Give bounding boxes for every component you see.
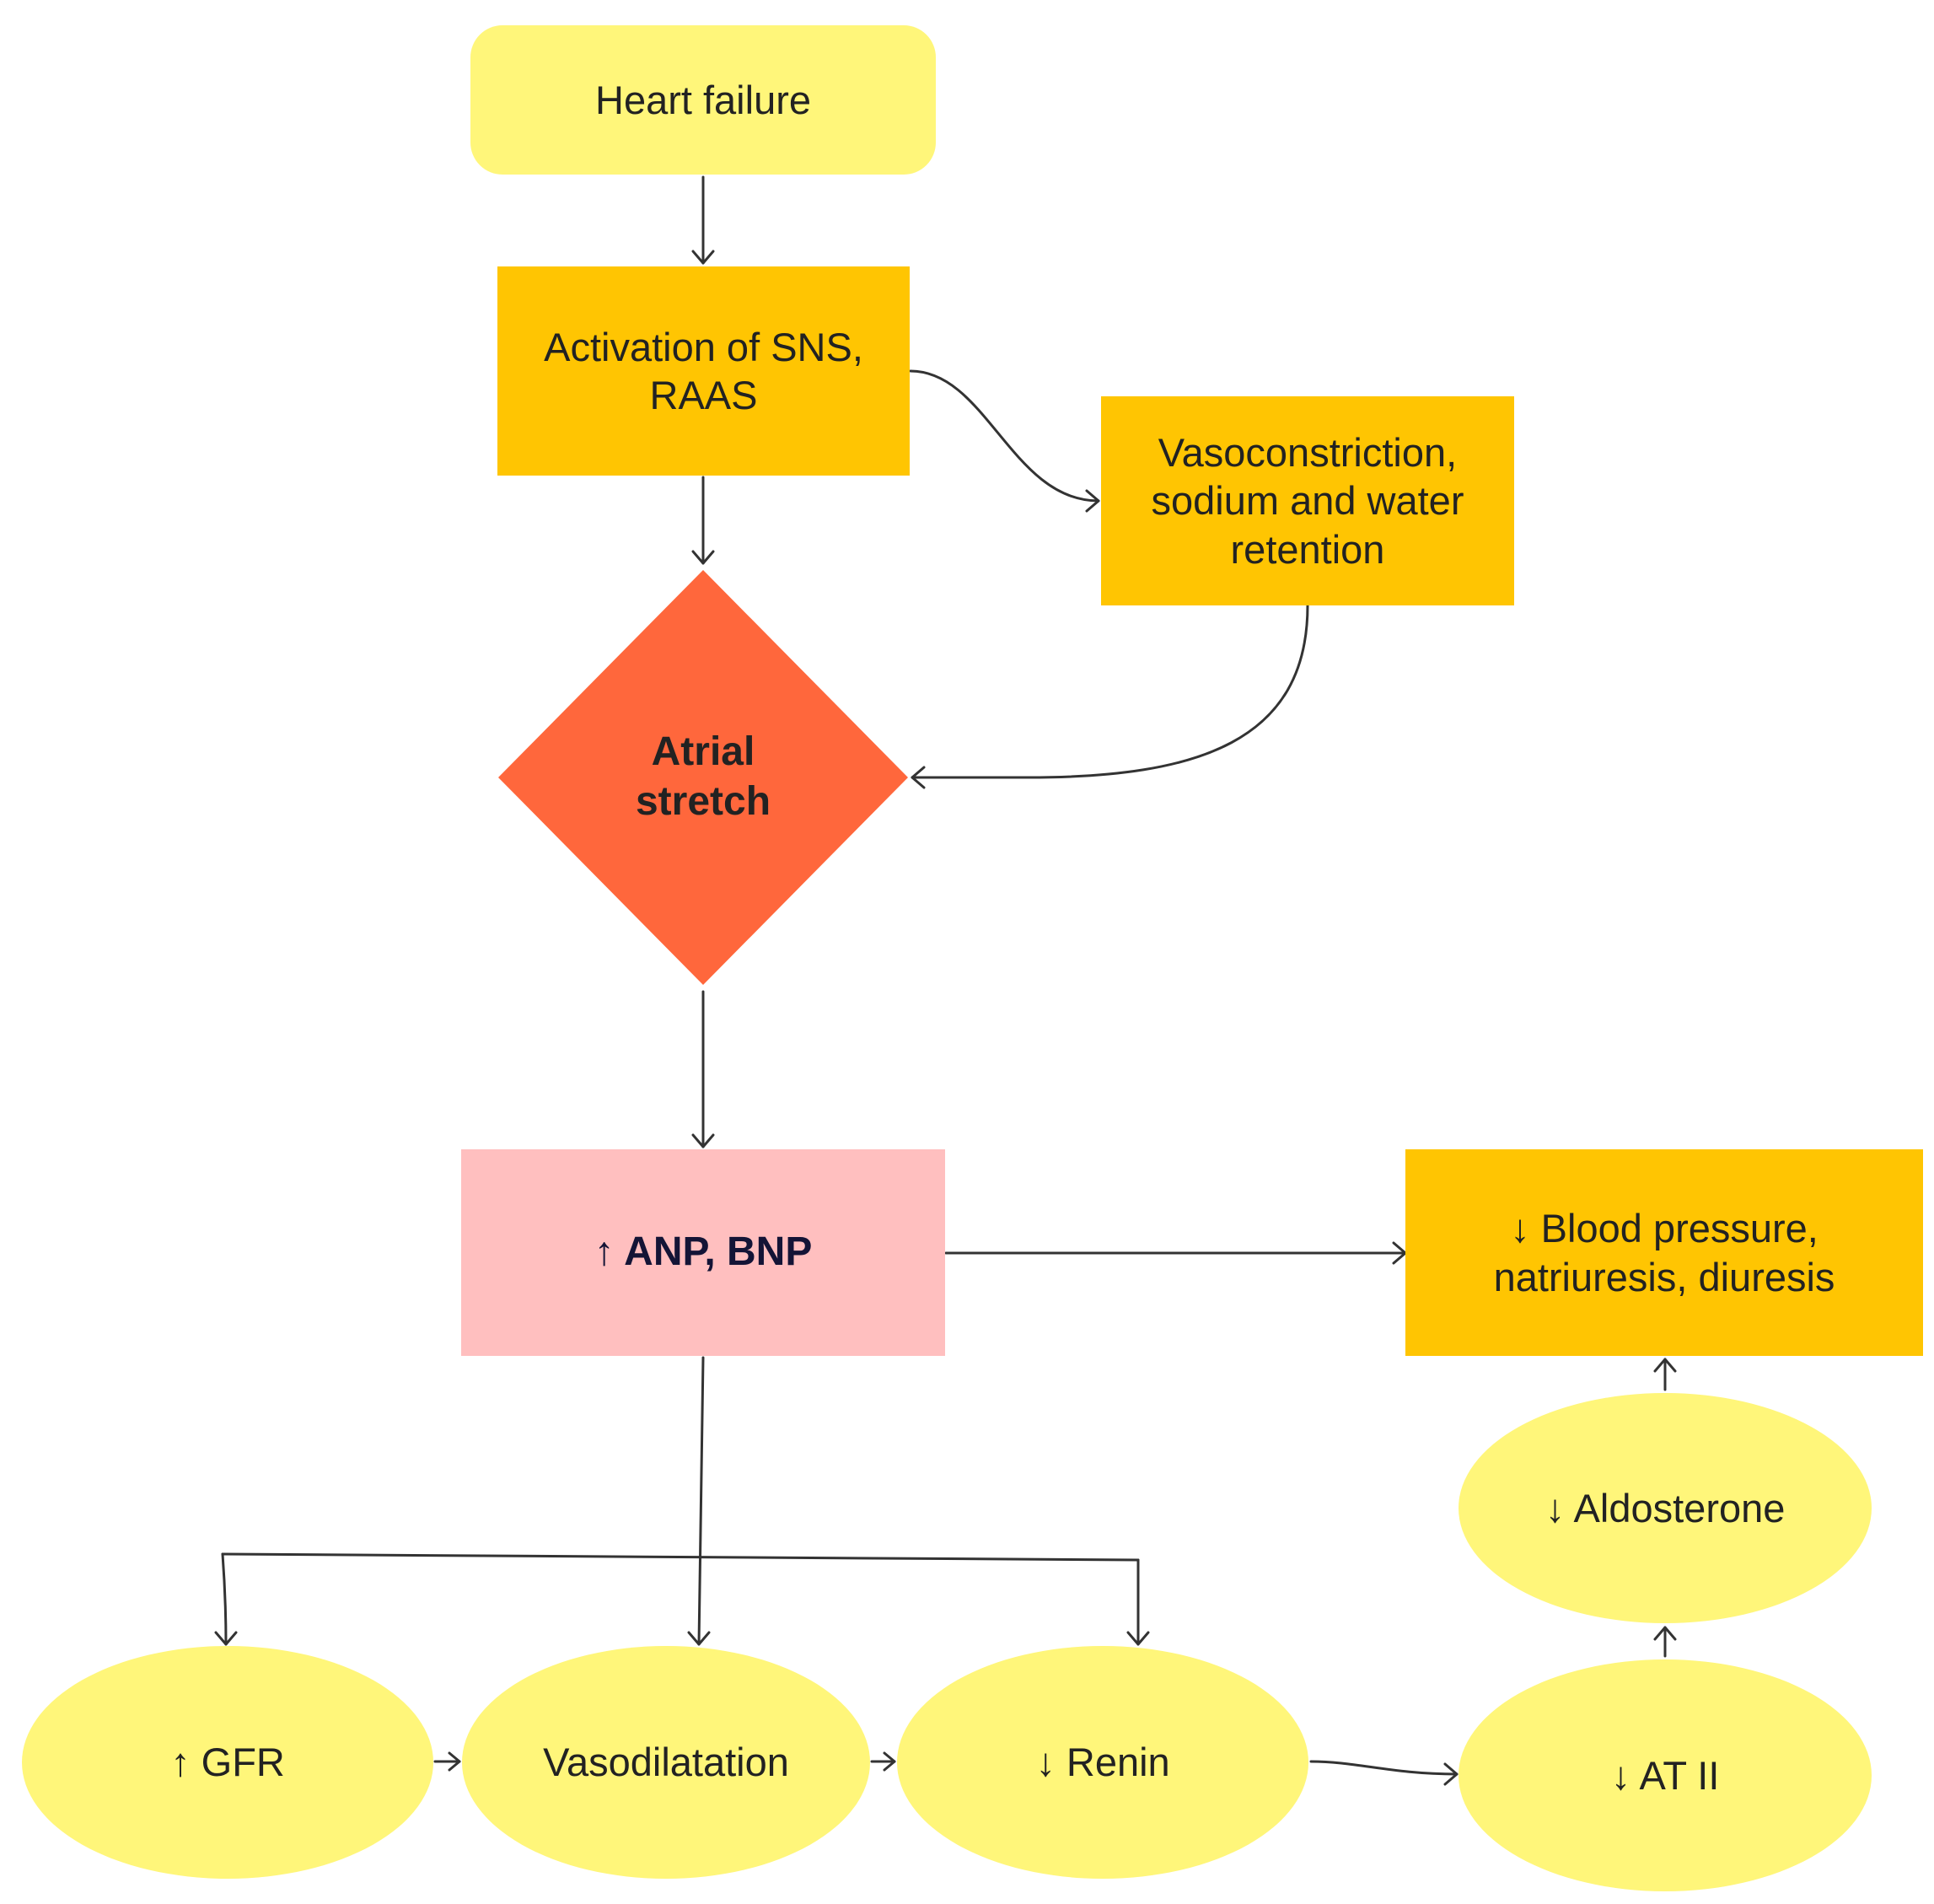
at2-label: ↓ AT II [1610,1752,1720,1798]
arrow-anp-bnp-down [697,1356,705,1646]
activation-sns-raas-node[interactable]: Activation of SNS, RAAS [497,266,910,476]
arrow-renin-to-at2 [1309,1760,1459,1776]
at2-node[interactable]: ↓ AT II [1459,1659,1872,1891]
blood-pressure-node[interactable]: ↓ Blood pressure, natriuresis, diuresis [1405,1149,1923,1356]
renin-node[interactable]: ↓ Renin [897,1646,1308,1879]
renin-label: ↓ Renin [1035,1740,1170,1785]
arrowhead-vasodilatation [687,1631,711,1646]
arrowhead-aldosterone [1653,1626,1677,1641]
anp-bnp-node[interactable]: ↑ ANP, BNP [461,1149,945,1356]
atrial-stretch-diamond[interactable] [498,570,908,985]
arrowhead-vasoconstriction [1085,489,1100,513]
arrowhead-activation [691,250,715,265]
heart-failure-node[interactable]: Heart failure [470,25,936,175]
arrowhead-atrial-stretch-top [691,550,715,565]
vasodilatation-node[interactable]: Vasodilatation [462,1646,870,1879]
arrowhead-atrial-stretch-right [911,766,926,789]
vasoconstriction-label: Vasoconstriction, sodium and water reten… [1151,430,1464,572]
arrowhead-blood-pressure-bottom [1653,1358,1677,1373]
activation-sns-raas-label: Activation of SNS, RAAS [544,324,863,417]
atrial-stretch-label: Atrial stretch [635,729,771,824]
arrowhead-renin-left [883,1751,896,1772]
gfr-node[interactable]: ↑ GFR [22,1646,433,1879]
blood-pressure-label: ↓ Blood pressure, natriuresis, diuresis [1493,1206,1835,1299]
arrowhead-vasodilatation-left [448,1751,461,1772]
aldosterone-node[interactable]: ↓ Aldosterone [1459,1393,1872,1623]
branch-to-gfr [221,1552,228,1646]
arrowhead-gfr [214,1631,238,1646]
arrow-activation-to-vasoconstriction [909,369,1100,503]
vasodilatation-label: Vasodilatation [543,1740,789,1785]
branch-line [221,1552,1140,1562]
arrow-vasoconstriction-to-atrial-stretch [911,604,1309,779]
arrowhead-anp-bnp [691,1133,715,1148]
aldosterone-label: ↓ Aldosterone [1545,1485,1786,1530]
atrial-stretch-label-box: Atrial stretch [556,693,850,862]
arrowhead-at2 [1443,1762,1459,1786]
anp-bnp-label: ↑ ANP, BNP [594,1229,813,1275]
gfr-label: ↑ GFR [170,1740,285,1785]
heart-failure-label: Heart failure [595,77,811,122]
arrowhead-renin [1126,1631,1150,1646]
vasoconstriction-node[interactable]: Vasoconstriction, sodium and water reten… [1101,396,1514,605]
